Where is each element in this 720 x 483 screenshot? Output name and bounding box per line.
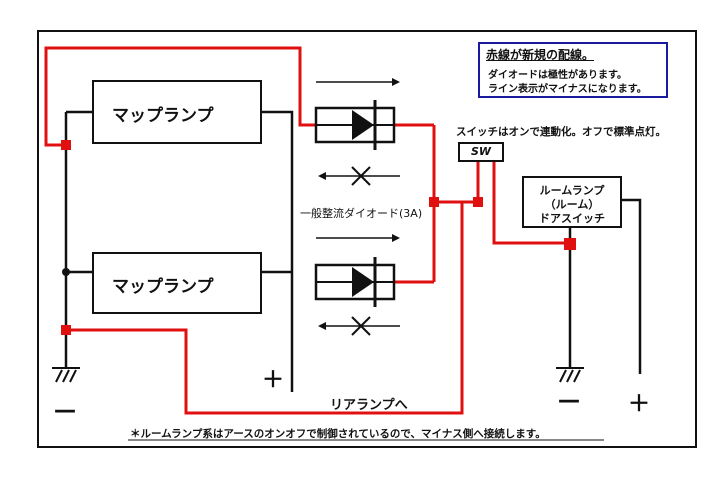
red-wire-top-loop [44, 46, 316, 147]
footer-note: ＊ルームランプ系はアースのオンオフで制御されているので、マイナス側へ接続します。 [130, 428, 546, 440]
black-wire-room-lamp-plus [622, 198, 642, 374]
rear-lamp-label: リアランプへ [330, 398, 408, 413]
diagram-frame [37, 30, 697, 448]
map-lamp-top-label: マップランプ [112, 106, 214, 126]
ground-symbol-right [556, 367, 584, 383]
plus-symbol-left: ＋ [262, 368, 285, 393]
room-lamp-line-3: ドアスイッチ [539, 212, 605, 225]
diode-top [314, 100, 396, 150]
junction-dot-left [62, 268, 70, 276]
arrow-blocked-bottom [318, 316, 400, 336]
black-wire-top-map-right [262, 110, 294, 392]
legend-note-title: 赤線が新規の配線。 [486, 48, 595, 62]
plus-symbol-right: ＋ [628, 392, 651, 417]
splice-room-lamp [564, 238, 576, 250]
new-wires [44, 46, 570, 415]
ground-symbol-left [52, 367, 80, 383]
arrow-blocked-top [318, 166, 400, 186]
splice-diode-junction [429, 197, 439, 207]
legend-note-box: 赤線が新規の配線。 ダイオードは極性があります。 ライン表示がマイナスになります… [478, 42, 668, 98]
red-wire-switch-right [492, 162, 570, 245]
room-lamp-box: ルームランプ （ルーム） ドアスイッチ [522, 176, 622, 228]
arrow-forward-top [316, 78, 400, 86]
splice-top-left [61, 140, 71, 150]
map-lamp-bottom-label: マップランプ [112, 277, 214, 297]
legend-note-line-2: ライン表示がマイナスになります。 [488, 84, 647, 95]
diode-label: 一般整流ダイオード(3A) [300, 207, 423, 220]
room-lamp-line-2: （ルーム） [544, 198, 600, 211]
diode-bottom [314, 257, 396, 307]
switch-box: SW [458, 142, 504, 162]
switch-label: SW [471, 145, 492, 158]
splice-switch [473, 197, 483, 207]
minus-symbol-left: － [52, 398, 79, 428]
map-lamp-top [92, 80, 262, 144]
red-wire-bottom-map-loop [66, 202, 464, 415]
switch-note: スイッチはオンで連動化。オフで標準点灯。 [456, 126, 666, 138]
legend-note-line-1: ダイオードは極性があります。 [488, 70, 627, 81]
room-lamp-line-1: ルームランプ [539, 184, 605, 197]
arrow-forward-bottom [316, 234, 400, 242]
minus-symbol-right: － [556, 388, 583, 418]
splice-bottom-left [61, 325, 71, 335]
map-lamp-bottom [92, 252, 262, 314]
